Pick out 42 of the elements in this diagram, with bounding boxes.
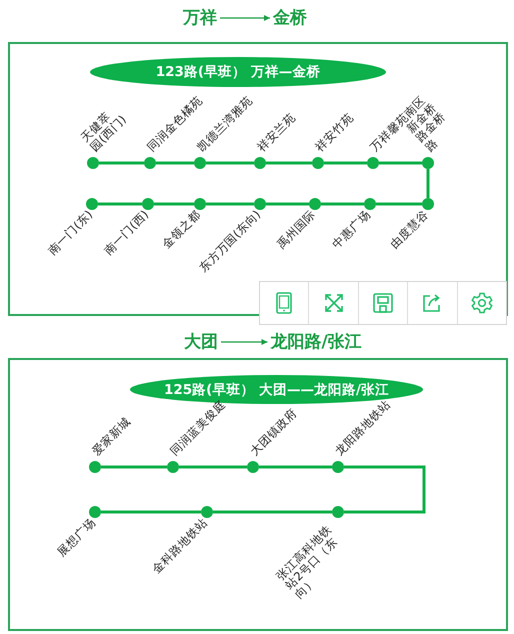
route-line	[154, 202, 194, 206]
arrow	[221, 339, 268, 345]
route-line	[426, 169, 430, 198]
stop-label: 南一门(东)	[46, 208, 96, 258]
stop-label: 大团镇政府	[248, 406, 300, 458]
arrow	[220, 15, 270, 21]
route-line	[266, 202, 309, 206]
stop-label: 禹州国际	[275, 208, 318, 252]
stop-label: 祥安兰苑	[254, 110, 298, 154]
route-line	[206, 202, 254, 206]
route-line	[266, 162, 312, 164]
stop-label: 爱家新城	[90, 414, 133, 458]
route-line	[259, 466, 332, 468]
route-panel	[8, 42, 508, 316]
route-line	[156, 162, 194, 164]
stop-label: 张江高科地铁站2号口（东向）	[274, 521, 341, 602]
route-line	[101, 510, 201, 514]
stop-label: 金领之都	[160, 208, 204, 252]
stop-label: 金科路地铁站	[150, 516, 210, 576]
stop-label: 展想广场	[55, 516, 98, 560]
route-line	[206, 162, 254, 164]
route-panel	[8, 358, 508, 631]
route-line	[98, 202, 142, 206]
stop-label: 天健萃园(西门)	[78, 108, 130, 154]
route-end-label: 龙阳路/张江	[270, 332, 362, 352]
route-line	[344, 466, 426, 514]
route-line	[324, 162, 367, 164]
route-line	[379, 162, 422, 164]
route-line	[101, 466, 167, 468]
route-end-label: 大团	[184, 332, 218, 352]
route-line	[179, 466, 247, 468]
route-line	[321, 202, 364, 206]
stop-label: 祥安竹苑	[312, 110, 356, 154]
route-name-pill: 123路(早班） 万祥—金桥	[90, 57, 386, 87]
route-line	[376, 202, 422, 206]
route-end-label: 金桥	[273, 8, 307, 28]
route-end-label: 万祥	[183, 8, 217, 28]
route-line	[99, 162, 144, 164]
stop-label: 南一门(西)	[102, 208, 152, 258]
route-line	[213, 510, 332, 514]
stop-label: 中惠广场	[330, 208, 374, 252]
stop-label: 由度慧谷	[388, 208, 432, 252]
